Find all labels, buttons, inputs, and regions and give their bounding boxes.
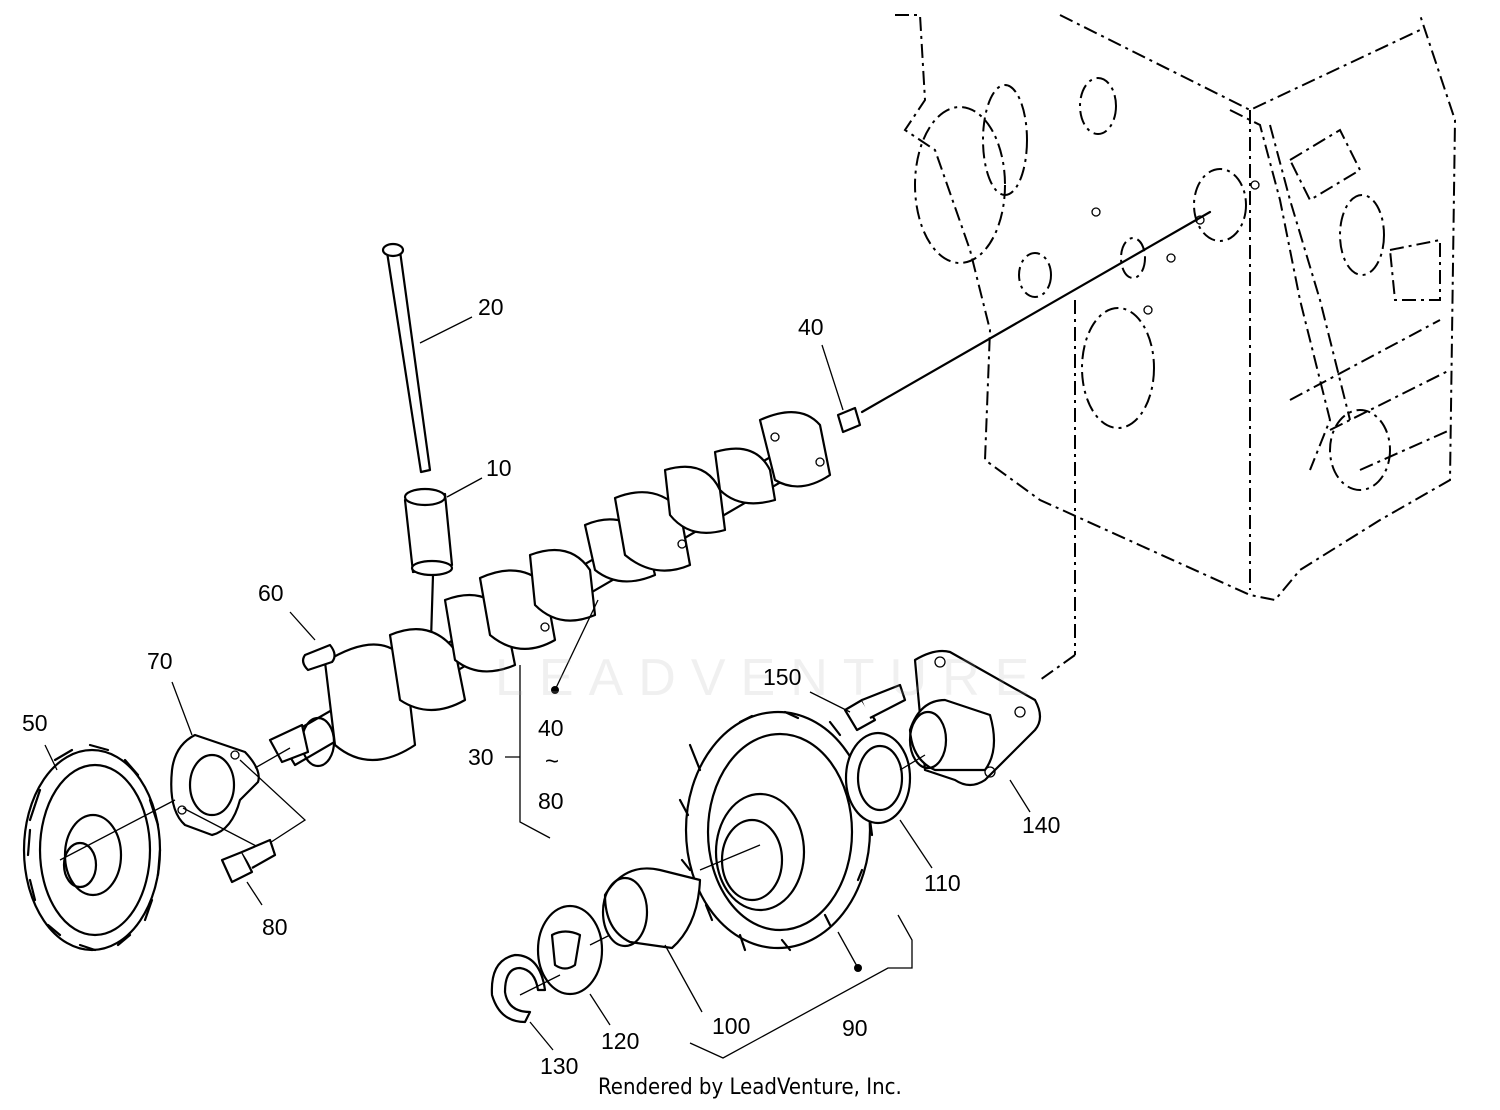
callout-150: 150 [763,664,802,690]
washer-110 [844,731,912,825]
push-rod [381,242,432,474]
callout-120: 120 [601,1028,640,1054]
idler-gear [678,710,874,952]
bolt-150 [843,683,907,732]
callout-90: 90 [842,1015,868,1041]
callout-30: 30 [468,744,494,770]
callout-100: 100 [712,1013,751,1039]
assembly-alignment-lines [59,747,926,996]
plug-40 [836,210,1212,434]
washer-120 [536,904,604,996]
callout-110: 110 [924,870,961,896]
callout-130: 130 [540,1053,579,1079]
range-brackets [505,665,913,1059]
callout-140: 140 [1022,812,1061,838]
key-60 [301,643,336,672]
callout-leaders [44,316,1031,1051]
bolt-80 [220,838,277,884]
snap-ring-130 [490,953,547,1024]
tappet [403,487,454,642]
bushing-100 [601,867,702,950]
thrust-plate [170,733,307,849]
cam-gear [22,743,162,952]
engine-block-outline [895,14,1457,681]
callout-40-plug: 40 [798,314,824,340]
callout-80: 80 [262,914,288,940]
callout-60: 60 [258,580,284,606]
callout-10: 10 [486,455,512,481]
idler-shaft-support [908,649,1042,787]
callout-20: 20 [478,294,504,320]
callout-range-separator: ~ [545,748,560,775]
callout-80-range-end: 80 [538,788,564,814]
brand-watermark: LEADVENTURE [495,649,1045,707]
callout-50: 50 [22,710,48,736]
render-credit: Rendered by LeadVenture, Inc. [598,1075,902,1100]
callout-70: 70 [147,648,173,674]
callout-40-range-start: 40 [538,715,564,741]
camshaft [268,411,832,768]
